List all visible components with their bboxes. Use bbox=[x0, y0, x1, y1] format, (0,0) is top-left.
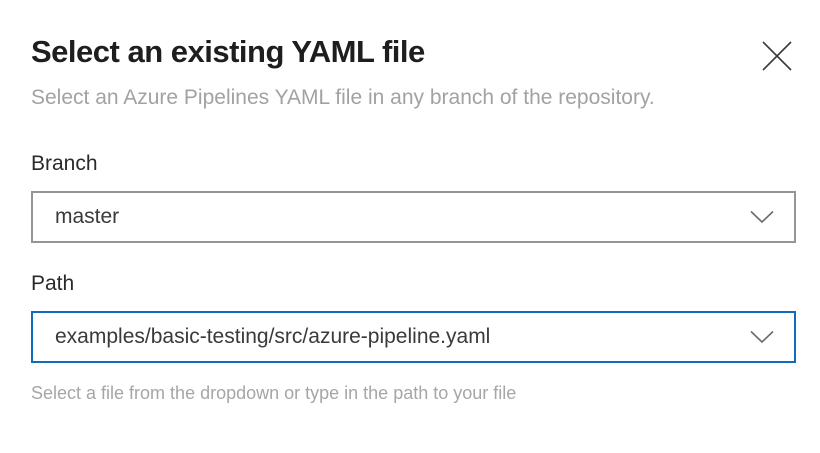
close-icon bbox=[762, 41, 792, 71]
path-helper-text: Select a file from the dropdown or type … bbox=[31, 383, 517, 403]
dialog-subtitle: Select an Azure Pipelines YAML file in a… bbox=[31, 86, 655, 109]
close-button[interactable] bbox=[761, 40, 793, 72]
branch-dropdown[interactable]: master bbox=[31, 191, 796, 243]
branch-label: Branch bbox=[31, 152, 98, 175]
branch-selected-value: master bbox=[55, 205, 120, 228]
chevron-down-icon[interactable] bbox=[750, 210, 774, 224]
dialog-title: Select an existing YAML file bbox=[31, 34, 425, 69]
path-input[interactable] bbox=[55, 325, 738, 349]
path-label: Path bbox=[31, 272, 75, 295]
chevron-down-icon[interactable] bbox=[750, 330, 774, 344]
path-combobox[interactable] bbox=[31, 311, 796, 363]
